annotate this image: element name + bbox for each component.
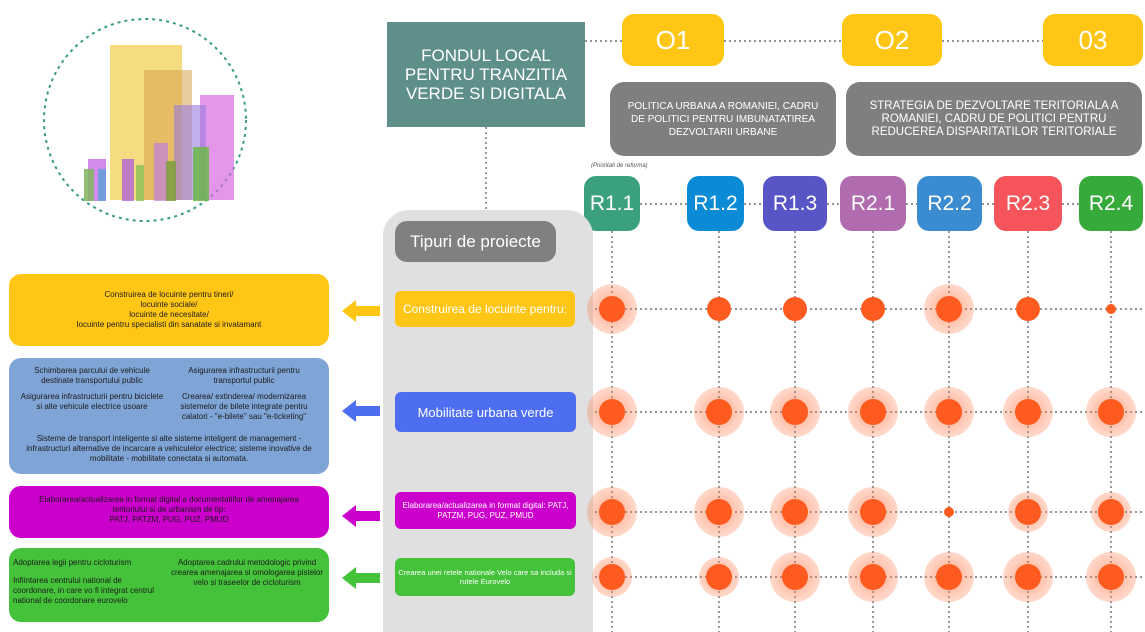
description-housing-text: Construirea de locuinte pentru tineri/ l…	[76, 290, 262, 329]
mobility-item: Schimbarea parcului de vehicule destinat…	[34, 366, 150, 385]
relevance-dot	[707, 297, 731, 321]
reform-label: R2.4	[1088, 191, 1134, 215]
objective-label: 03	[1078, 24, 1108, 55]
reform-r1-3: R1.3	[763, 176, 827, 231]
relevance-dot	[936, 399, 962, 425]
objective-o1: O1	[622, 14, 724, 66]
policy-box-territorial: STRATEGIA DE DEZVOLTARE TERITORIALA A RO…	[846, 82, 1142, 156]
relevance-dot	[1098, 399, 1124, 425]
policy-text: STRATEGIA DE DEZVOLTARE TERITORIALA A RO…	[869, 99, 1119, 138]
project-type-housing: Construirea de locuinte pentru:	[395, 291, 575, 327]
description-cycling: Adoptarea legii pentru cicloturism Adopt…	[9, 548, 329, 622]
relevance-dot	[1106, 304, 1116, 314]
relevance-dot	[599, 296, 625, 322]
description-housing: Construirea de locuinte pentru tineri/ l…	[9, 274, 329, 346]
cycling-item: Infiintarea centrului national de coordo…	[13, 576, 154, 605]
project-type-label: Mobilitate urbana verde	[417, 404, 554, 420]
relevance-dot	[1098, 499, 1124, 525]
reform-label: R2.2	[927, 191, 972, 215]
objective-o3: 03	[1043, 14, 1143, 66]
arrow-left-icon	[342, 300, 380, 322]
relevance-dot	[860, 399, 886, 425]
relevance-dot	[1098, 564, 1124, 590]
relevance-dot	[944, 507, 954, 517]
cycling-item: Adoptarea legii pentru cicloturism	[13, 558, 132, 567]
relevance-dot	[782, 564, 808, 590]
mobility-item: Asigurarea infrastructurii pentru bicicl…	[20, 392, 164, 411]
objective-o2: O2	[842, 14, 942, 66]
relevance-dot	[861, 297, 885, 321]
fund-title-box: FONDUL LOCAL PENTRU TRANZITIA VERDE SI D…	[387, 22, 585, 127]
policy-text: POLITICA URBANA A ROMANIEI, CADRU DE POL…	[627, 100, 819, 138]
reform-label: R1.3	[772, 191, 818, 215]
mobility-item: Asigurarea infrastructurii pentru transp…	[188, 366, 300, 385]
relevance-dot	[1015, 499, 1041, 525]
project-type-label: Elaborarea/actualizarea in format digita…	[402, 500, 569, 520]
reform-r2-1: R2.1	[840, 176, 906, 231]
mobility-item: Sisteme de transport inteligente si alte…	[26, 434, 312, 463]
project-type-velo: Crearea unei retele nationale Velo care …	[395, 558, 575, 596]
reform-r2-2: R2.2	[917, 176, 982, 231]
relevance-dot	[783, 297, 807, 321]
arrow-left-icon	[342, 567, 380, 589]
city-illustration	[43, 18, 247, 222]
relevance-dot	[706, 499, 732, 525]
relevance-dot	[599, 564, 625, 590]
reform-label: R1.1	[589, 191, 635, 215]
project-type-digital: Elaborarea/actualizarea in format digita…	[395, 492, 576, 529]
relevance-dot	[1015, 564, 1041, 590]
relevance-dot	[860, 499, 886, 525]
project-types-title-text: Tipuri de proiecte	[410, 231, 541, 251]
relevance-dot	[599, 499, 625, 525]
relevance-dot	[706, 564, 732, 590]
arrow-left-icon	[342, 400, 380, 422]
mobility-item: Crearea/ extinderea/ modernizarea sistem…	[180, 392, 308, 421]
relevance-dot	[782, 499, 808, 525]
arrow-left-icon	[342, 505, 380, 527]
reform-label: R2.1	[850, 191, 896, 215]
objective-label: O1	[655, 24, 691, 55]
relevance-dot	[599, 399, 625, 425]
description-digital-text: Elaborarea/actualizarea in format digita…	[39, 495, 299, 524]
project-type-mobility: Mobilitate urbana verde	[395, 392, 576, 432]
reform-label: R1.2	[693, 191, 738, 215]
relevance-dot	[860, 564, 886, 590]
description-digital: Elaborarea/actualizarea in format digita…	[9, 486, 329, 538]
project-type-label: Construirea de locuinte pentru:	[402, 302, 568, 316]
fund-title: FONDUL LOCAL PENTRU TRANZITIA VERDE SI D…	[404, 46, 568, 103]
relevance-dot	[782, 399, 808, 425]
reform-priorities-note: (Prioritati de reforma)	[591, 163, 648, 169]
policy-box-urban: POLITICA URBANA A ROMANIEI, CADRU DE POL…	[610, 82, 836, 156]
project-types-title: Tipuri de proiecte	[395, 221, 556, 262]
project-type-label: Crearea unei retele nationale Velo care …	[398, 568, 572, 586]
relevance-dot	[936, 564, 962, 590]
relevance-dot	[936, 296, 962, 322]
relevance-dot	[1016, 297, 1040, 321]
reform-r1-2: R1.2	[687, 176, 744, 231]
reform-r1-1: R1.1	[584, 176, 640, 231]
description-mobility: Schimbarea parcului de vehicule destinat…	[9, 358, 329, 474]
reform-r2-4: R2.4	[1079, 176, 1143, 231]
relevance-dot	[1015, 399, 1041, 425]
reform-label: R2.3	[1005, 191, 1051, 215]
relevance-dot	[706, 399, 732, 425]
cycling-item: Adoptarea cadrului metodologic privind c…	[170, 558, 324, 587]
reform-r2-3: R2.3	[994, 176, 1062, 231]
objective-label: O2	[874, 24, 910, 55]
